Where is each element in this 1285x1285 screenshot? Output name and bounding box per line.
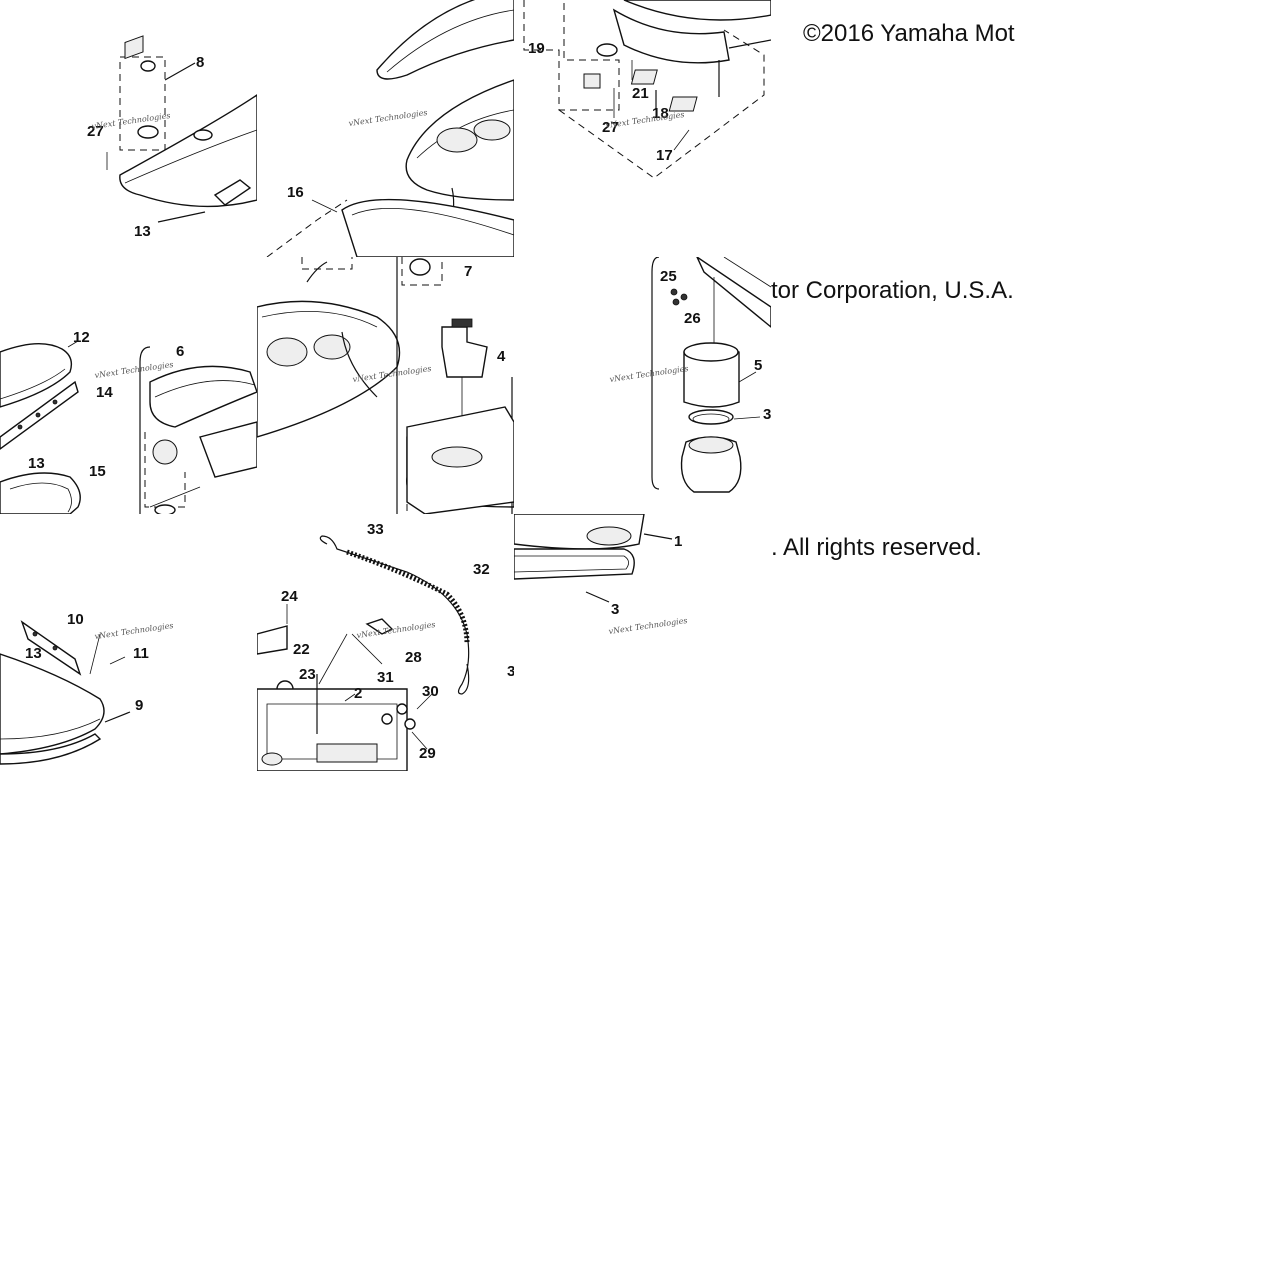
callout-30: 30	[422, 683, 439, 700]
watermark: vNext Technologies	[94, 621, 174, 641]
diagram-tile-hull-top: 16 vNext Technologies	[257, 0, 514, 257]
callout-21: 21	[632, 85, 649, 102]
callout-18: 18	[652, 105, 669, 122]
callout-17: 17	[656, 147, 673, 164]
diagram-tile-left-lid: 12 14 13 15 6 vNext Technologies	[0, 257, 257, 514]
callout-9: 9	[135, 697, 143, 714]
watermark: vNext Technologies	[608, 616, 688, 636]
callout-32: 32	[473, 561, 490, 578]
tile-1-drawing: 8 27 13 vNext Technologies	[87, 35, 257, 240]
tile-3-drawing: 19 21 18 27 17 vNext Technologies	[523, 0, 771, 179]
diagram-tile-lanyard: 33 32 24 22 28 31 23 2 30 29 34 vNext Te…	[257, 514, 514, 771]
copyright-line-3: . All rights reserved.	[771, 534, 982, 561]
watermark: vNext Technologies	[605, 110, 685, 130]
callout-24: 24	[281, 588, 298, 605]
watermark: vNext Technologies	[91, 111, 171, 131]
callout-25: 25	[660, 268, 677, 285]
callout-23: 23	[299, 666, 316, 683]
diagram-tile-cup-holder: 25 26 5 3 vNext Technologies	[514, 257, 771, 514]
callout-3: 3	[763, 406, 771, 423]
callout-27: 27	[602, 119, 619, 136]
callout-34: 34	[507, 663, 514, 680]
tile-7-drawing: 10 13 11 9 vNext Technologies	[0, 611, 174, 765]
callout-19: 19	[528, 40, 545, 57]
diagram-tile-lower-lid: 10 13 11 9 vNext Technologies	[0, 514, 257, 771]
tile-4-drawing: 12 14 13 15 6 vNext Technologies	[0, 329, 257, 514]
diagram-tile-storage-tub: 1 3 vNext Technologies	[514, 514, 771, 771]
callout-29: 29	[419, 745, 436, 762]
diagram-tile-rear-hatch: 19 21 18 27 17 vNext Technologies	[514, 0, 771, 257]
tile-5-drawing: 1 3 vNext Technologies	[514, 514, 688, 636]
callout-16: 16	[287, 184, 304, 201]
watermark: vNext Technologies	[609, 364, 689, 384]
callout-6: 6	[176, 343, 184, 360]
callout-27: 27	[87, 123, 104, 140]
copyright-line-1: ©2016 Yamaha Mot	[803, 20, 1015, 47]
callout-7: 7	[464, 263, 472, 280]
callout-13: 13	[134, 223, 151, 240]
callout-31: 31	[377, 669, 394, 686]
watermark: vNext Technologies	[348, 108, 428, 128]
tile-8-drawing: 33 32 24 22 28 31 23 2 30 29 34 vNext Te…	[257, 521, 514, 771]
tile-2-drawing: 16 vNext Technologies	[266, 0, 514, 257]
callout-14: 14	[96, 384, 113, 401]
callout-13: 13	[28, 455, 45, 472]
tile-tub-top-drawing	[406, 406, 514, 514]
callout-26: 26	[684, 310, 701, 327]
tile-6-drawing: 25 26 5 3 vNext Technologies	[609, 257, 771, 493]
callout-4: 4	[497, 348, 506, 365]
callout-33: 33	[367, 521, 384, 538]
callout-12: 12	[73, 329, 90, 346]
callout-3: 3	[611, 601, 619, 618]
callout-13: 13	[25, 645, 42, 662]
callout-5: 5	[754, 357, 762, 374]
diagram-tile-tub-top	[395, 257, 514, 514]
callout-1: 1	[674, 533, 682, 550]
copyright-line-2: tor Corporation, U.S.A.	[771, 277, 1014, 304]
callout-15: 15	[89, 463, 106, 480]
callout-22: 22	[293, 641, 310, 658]
callout-2: 2	[354, 685, 362, 702]
callout-11: 11	[133, 645, 149, 662]
callout-10: 10	[67, 611, 84, 628]
callout-8: 8	[196, 54, 204, 71]
callout-28: 28	[405, 649, 422, 666]
diagram-tile-storage-lid-front: 8 27 13 vNext Technologies	[0, 0, 257, 257]
